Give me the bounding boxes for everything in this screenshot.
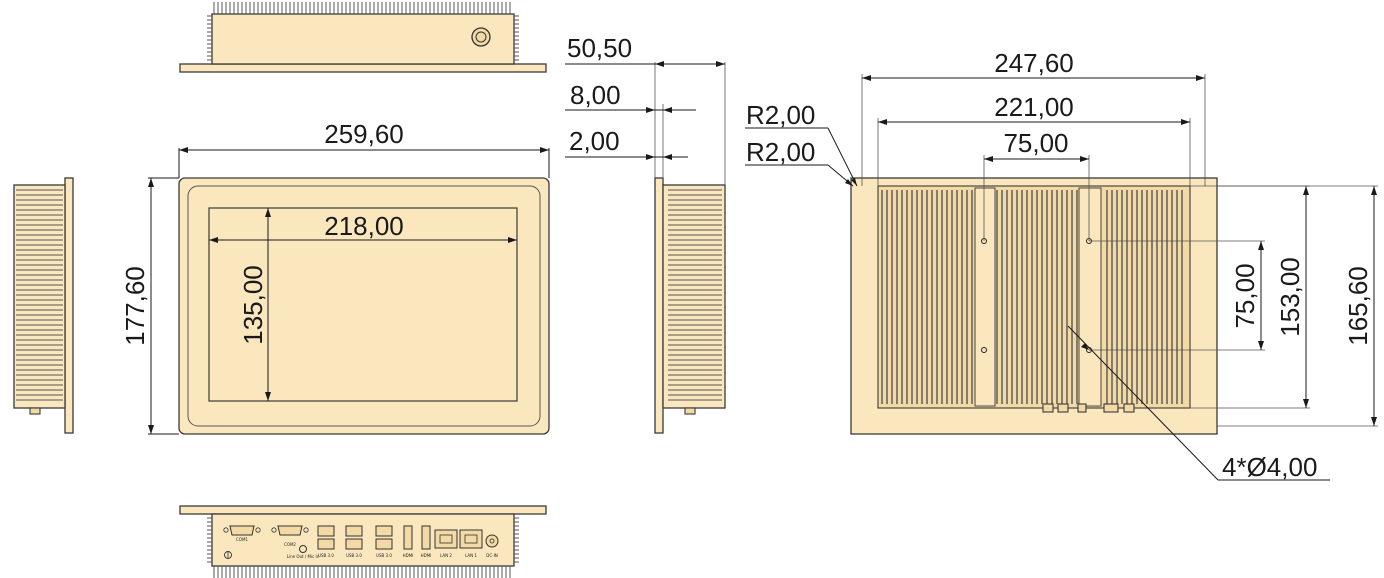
hdmi-1-label: HDMI	[403, 553, 414, 558]
hdmi-2-label: HDMI	[421, 553, 432, 558]
top-view-flange	[179, 63, 547, 73]
audio-jack[interactable]: Line Out / Mic In	[287, 545, 320, 560]
fin-width-label: 221,00	[994, 92, 1074, 122]
left-side-flange	[64, 177, 74, 434]
left-side-view	[13, 177, 74, 434]
left-side-connector	[29, 407, 41, 415]
vesa-plate-left	[974, 187, 996, 407]
usb-port-1[interactable]: USB 3.0	[317, 525, 335, 558]
lan2-label: LAN 2	[440, 553, 452, 558]
vesa-vertical-label: 75,00	[1230, 263, 1260, 328]
radius-inner-label: R2,00	[746, 137, 815, 167]
com2-port[interactable]: COM2	[271, 525, 309, 547]
audio-label: Line Out / Mic In	[287, 554, 320, 559]
usb-2-label: USB 3.0	[346, 553, 362, 558]
front-width-label: 259,60	[324, 119, 404, 149]
right-side-view: 50,50 8,00 2,00	[565, 33, 726, 434]
rear-view: 247,60 221,00 75,00 75,00 153,00 165,60	[745, 48, 1378, 482]
mounting-holes-label: 4*Ø4,00	[1222, 452, 1317, 482]
lan1-label: LAN 1	[465, 553, 477, 558]
front-height-label: 177,60	[120, 266, 150, 346]
screen-height-label: 135,00	[238, 265, 268, 345]
usb-3-label: USB 3.0	[376, 553, 392, 558]
top-view	[179, 2, 547, 73]
right-side-fins	[668, 189, 722, 401]
lan1-port[interactable]: LAN 1	[459, 529, 483, 558]
vesa-plate-right	[1078, 187, 1102, 407]
bottom-flange	[179, 505, 547, 515]
rear-fins	[881, 190, 1183, 404]
vesa-hole-bottom-left	[981, 347, 987, 353]
top-view-fins	[207, 2, 519, 61]
cutout-width-label: 247,60	[994, 48, 1074, 78]
hdmi-port-2[interactable]: HDMI	[421, 525, 432, 558]
front-view: 259,60 177,60 218,00 135,00	[120, 119, 550, 435]
usb-port-2[interactable]: USB 3.0	[345, 525, 363, 558]
rear-heatsink	[877, 185, 1191, 409]
dc-in-label: DC-IN	[486, 553, 498, 558]
bezel-thickness-label: 8,00	[570, 80, 621, 110]
right-side-flange	[654, 177, 664, 434]
power-button-icon[interactable]	[471, 27, 491, 47]
fin-height-label: 153,00	[1275, 257, 1305, 337]
screen-width-label: 218,00	[324, 211, 404, 241]
dc-in-jack[interactable]: DC-IN	[485, 534, 499, 558]
com2-label: COM2	[284, 542, 296, 547]
com1-label: COM1	[236, 537, 248, 542]
left-side-fins	[16, 189, 63, 401]
bottom-view: COM1 COM2 Line Out / Mic In USB 3.0	[179, 505, 547, 578]
com1-port[interactable]: COM1	[223, 525, 261, 542]
front-bezel-inner	[187, 185, 541, 427]
hdmi-port-1[interactable]: HDMI	[403, 525, 414, 558]
right-side-connector	[684, 407, 696, 415]
lan2-port[interactable]: LAN 2	[434, 529, 458, 558]
usb-port-3[interactable]: USB 3.0	[375, 525, 393, 558]
flange-thickness-label: 2,00	[569, 126, 620, 156]
top-view-body	[211, 13, 515, 65]
ground-icon	[224, 551, 232, 559]
radius-outer-label: R2,00	[746, 100, 815, 130]
depth-total-label: 50,50	[567, 33, 632, 63]
cutout-height-label: 165,60	[1343, 266, 1373, 346]
bottom-fins	[207, 517, 519, 578]
rear-io-bumps	[1042, 403, 1135, 413]
usb-1-label: USB 3.0	[318, 553, 334, 558]
vesa-horizontal-label: 75,00	[1003, 128, 1068, 158]
power-button-inner	[475, 31, 487, 43]
